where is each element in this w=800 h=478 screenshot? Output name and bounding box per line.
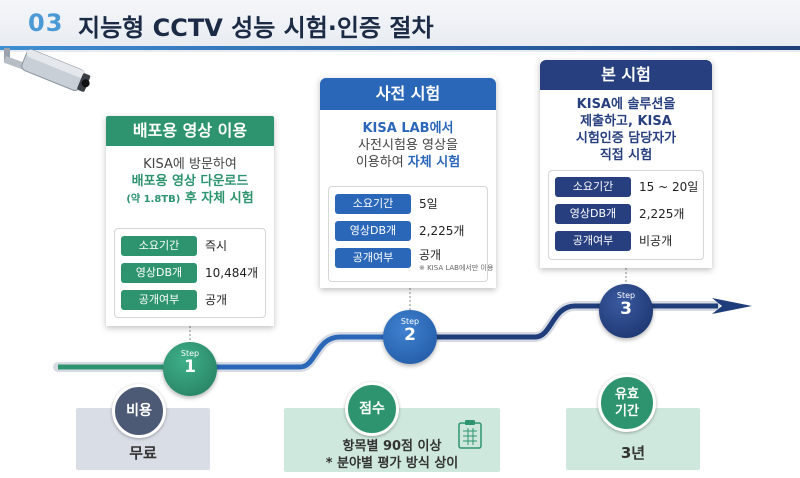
step-number: 2	[404, 325, 416, 345]
info-box: 소요기간 5일 영상DB개 2,225개 공개여부 공개 ※ KISA LAB에…	[328, 186, 493, 282]
desc-line: 후 자체 시험	[180, 191, 254, 206]
desc-line: KISA LAB에서	[362, 121, 454, 136]
info-label: 영상DB개	[335, 221, 411, 241]
card-pretest-title: 사전 시험	[320, 78, 496, 110]
card-deploy-desc: KISA에 방문하여 배포용 영상 다운로드 (약 1.8TB) 후 자체 시험	[106, 156, 274, 208]
desc-line: 직접 시험	[599, 148, 653, 163]
step-number: 1	[184, 357, 196, 377]
desc-line-small: (약 1.8TB)	[126, 194, 181, 205]
info-label: 공개여부	[335, 248, 411, 268]
card-main-test: 본 시험 KISA에 솔루션을 제출하고, KISA 시험인증 담당자가 직접 …	[540, 60, 712, 268]
desc-line: 사전시험용 영상을	[358, 138, 458, 153]
info-label: 소요기간	[555, 177, 631, 197]
card-deploy: 배포용 영상 이용 KISA에 방문하여 배포용 영상 다운로드 (약 1.8T…	[106, 116, 274, 326]
info-value: 15 ~ 20일	[639, 180, 699, 194]
card-pretest: 사전 시험 KISA LAB에서 사전시험용 영상을 이용하여 자체 시험 소요…	[320, 78, 496, 288]
info-box: 소요기간 15 ~ 20일 영상DB개 2,225개 공개여부 비공개	[548, 170, 704, 260]
desc-line: 하고, KISA	[604, 114, 672, 129]
info-value: 공개	[419, 248, 442, 262]
info-label: 영상DB개	[555, 204, 631, 224]
info-value: 2,225개	[639, 207, 685, 221]
validity-badge-line: 유효	[615, 387, 639, 402]
header-divider	[0, 46, 800, 50]
card-main-test-title: 본 시험	[540, 60, 712, 90]
info-value: 즉시	[205, 239, 228, 253]
score-line: * 분야별 평가 방식 상이	[325, 456, 459, 471]
info-value: 10,484개	[205, 266, 259, 280]
desc-line-highlight: 제출	[580, 114, 605, 129]
step-word: Step	[180, 349, 200, 358]
page-title: 지능형 CCTV 성능 시험·인증 절차	[78, 14, 434, 42]
info-box: 소요기간 즉시 영상DB개 10,484개 공개여부 공개	[114, 228, 266, 318]
cctv-camera-icon	[3, 48, 91, 92]
validity-badge: 유효 기간	[598, 374, 656, 432]
desc-line: KISA에 방문하여	[143, 157, 237, 172]
info-value: 비공개	[639, 234, 673, 248]
desc-line-highlight: 자체 시험	[407, 155, 461, 170]
info-value: 공개	[205, 293, 228, 307]
step-2-marker: Step 2	[383, 310, 437, 364]
step-number: 3	[620, 299, 632, 319]
section-number: 03	[28, 9, 64, 37]
info-value: 2,225개	[419, 224, 465, 238]
desc-line: 이용하여	[355, 155, 408, 170]
cost-badge: 비용	[112, 384, 166, 438]
desc-line: 배포용 영상 다운로드	[131, 174, 249, 189]
card-deploy-title: 배포용 영상 이용	[106, 116, 274, 146]
score-line: 항목별 90점 이상	[342, 439, 442, 454]
desc-line: 시험인증 담당자가	[575, 131, 677, 146]
desc-line: KISA에 솔루션을	[576, 97, 676, 112]
score-badge: 점수	[345, 382, 399, 436]
score-text: 항목별 90점 이상 * 분야별 평가 방식 상이	[284, 438, 500, 472]
pretest-note: ※ KISA LAB에서만 이용	[419, 264, 494, 272]
step-3-marker: Step 3	[599, 284, 653, 338]
card-main-test-desc: KISA에 솔루션을 제출하고, KISA 시험인증 담당자가 직접 시험	[540, 96, 712, 164]
info-value: 5일	[419, 197, 438, 211]
header-bar	[0, 0, 800, 52]
cost-value: 무료	[129, 444, 157, 462]
step-1-marker: Step 1	[163, 342, 217, 396]
step-word: Step	[616, 291, 636, 300]
card-pretest-desc: KISA LAB에서 사전시험용 영상을 이용하여 자체 시험	[320, 120, 496, 171]
clipboard-icon	[458, 420, 482, 449]
step-word: Step	[400, 317, 420, 326]
info-label: 소요기간	[335, 194, 411, 214]
validity-value: 3년	[620, 444, 646, 462]
info-label: 공개여부	[555, 231, 631, 251]
info-label: 영상DB개	[121, 263, 197, 283]
validity-badge-line: 기간	[615, 404, 639, 419]
info-label: 소요기간	[121, 236, 197, 256]
info-label: 공개여부	[121, 290, 197, 310]
